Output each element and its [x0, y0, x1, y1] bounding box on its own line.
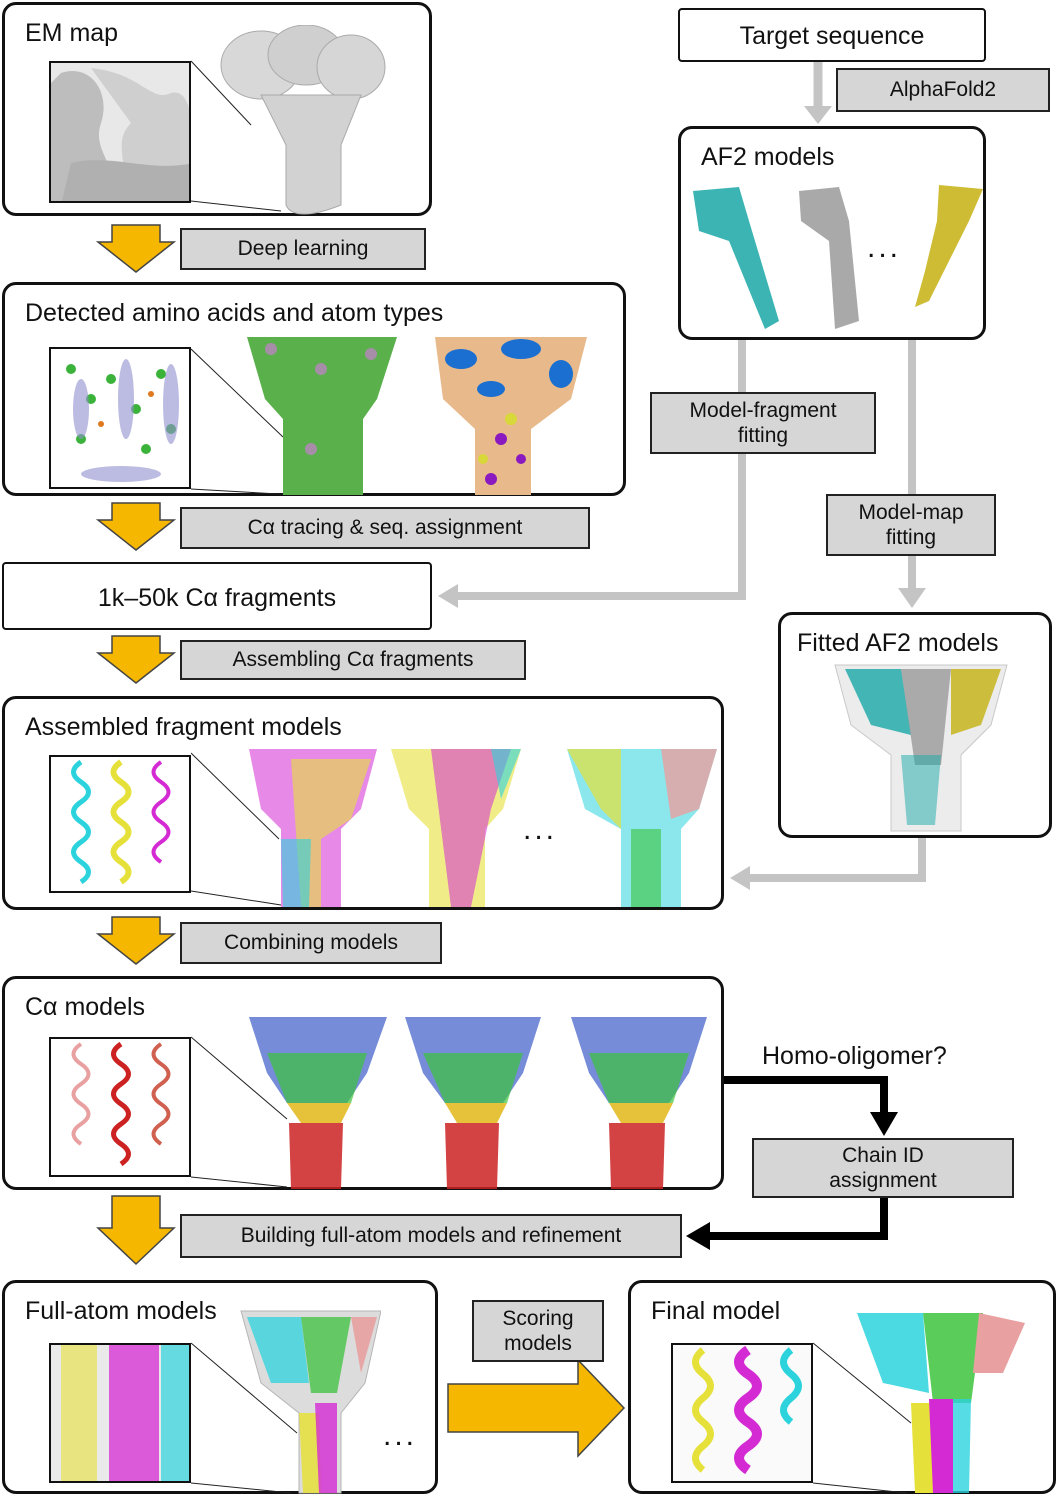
full-atom-inset-icon	[61, 1345, 189, 1481]
fragment-model-1	[249, 749, 377, 907]
ca-models-box: Cα models	[2, 976, 724, 1190]
scoring-label: Scoring models	[472, 1300, 604, 1362]
assembled-box: Assembled fragment models ...	[2, 696, 724, 910]
flow-arrow-2	[95, 502, 177, 551]
assembled-ellipsis: ...	[523, 813, 558, 846]
assembling-label: Assembling Cα fragments	[180, 640, 526, 680]
af2-model-teal	[693, 187, 779, 329]
em-map-box: EM map	[2, 2, 432, 216]
af2-models-box: AF2 models ...	[678, 126, 986, 340]
alphafold2-label: AlphaFold2	[836, 68, 1050, 112]
em-map-title: EM map	[25, 19, 119, 47]
ca-models-title: Cα models	[25, 993, 146, 1021]
gray-arrow-alphafold	[804, 60, 832, 124]
chain-id-label: Chain ID assignment	[752, 1138, 1014, 1198]
assembled-title: Assembled fragment models	[25, 713, 342, 741]
detected-inset	[49, 347, 191, 489]
black-arrow-homo	[724, 1076, 898, 1136]
final-structure-icon	[813, 1313, 1025, 1494]
em-map-structure-icon	[191, 25, 386, 215]
af2-model-olive	[915, 185, 983, 307]
atom-detection-inset-icon	[66, 359, 179, 482]
fragment-models-icon	[191, 749, 717, 907]
full-atom-title: Full-atom models	[25, 1297, 217, 1325]
flow-arrow-5	[96, 1195, 176, 1266]
fragment-model-3	[567, 749, 717, 907]
fragments-box: 1k–50k Cα fragments	[2, 562, 432, 630]
fitted-model-icon	[834, 664, 1008, 832]
final-inset-icon	[692, 1345, 802, 1475]
assembled-inset	[49, 755, 191, 893]
ca-tracing-label: Cα tracing & seq. assignment	[180, 507, 590, 549]
af2-models-title: AF2 models	[701, 143, 835, 171]
flow-arrow-1	[95, 224, 177, 273]
detected-title: Detected amino acids and atom types	[25, 299, 444, 327]
final-inset	[671, 1343, 813, 1483]
final-box: Final model	[628, 1280, 1056, 1494]
black-arrow-building	[686, 1198, 888, 1250]
detected-box: Detected amino acids and atom types	[2, 282, 626, 496]
full-atom-box: Full-atom models ...	[2, 1280, 438, 1494]
em-density-map-icon	[51, 63, 189, 201]
ca-model-3	[571, 1017, 707, 1189]
model-fragment-label: Model-fragment fitting	[650, 392, 876, 454]
ca-models-inset	[49, 1037, 191, 1177]
full-atom-ellipsis: ...	[383, 1419, 418, 1452]
fragment-model-2	[391, 749, 521, 907]
flow-arrow-3	[95, 635, 177, 684]
deep-learning-label: Deep learning	[180, 228, 426, 270]
scoring-arrow	[447, 1358, 626, 1458]
target-sequence-box: Target sequence	[678, 8, 986, 62]
gray-arrow-fitted	[730, 838, 926, 890]
af2-models-icon	[693, 185, 983, 329]
full-atom-inset	[49, 1343, 191, 1483]
fitted-af2-title: Fitted AF2 models	[797, 629, 999, 657]
fragments-title: 1k–50k Cα fragments	[97, 584, 337, 612]
ca-inset-icon	[71, 1041, 171, 1167]
target-sequence-title: Target sequence	[739, 22, 925, 50]
gray-arrow-model-map	[898, 340, 926, 608]
ca-model-2	[405, 1017, 541, 1189]
fragment-inset-icon	[71, 759, 171, 885]
ca-models-icon	[191, 1017, 707, 1189]
flow-arrow-4	[95, 916, 177, 965]
homo-oligomer-question: Homo-oligomer?	[762, 1042, 947, 1070]
building-label: Building full-atom models and refinement	[180, 1214, 682, 1258]
fitted-af2-box: Fitted AF2 models	[778, 612, 1052, 838]
af2-model-gray	[799, 187, 859, 329]
final-title: Final model	[651, 1297, 781, 1325]
full-atom-structure-icon	[191, 1310, 381, 1494]
em-map-inset	[49, 61, 191, 203]
atom-detection-structures-icon	[191, 337, 587, 495]
ca-model-1	[249, 1017, 387, 1189]
combining-label: Combining models	[180, 922, 442, 964]
model-map-label: Model-map fitting	[826, 494, 996, 556]
af2-ellipsis: ...	[867, 231, 902, 264]
